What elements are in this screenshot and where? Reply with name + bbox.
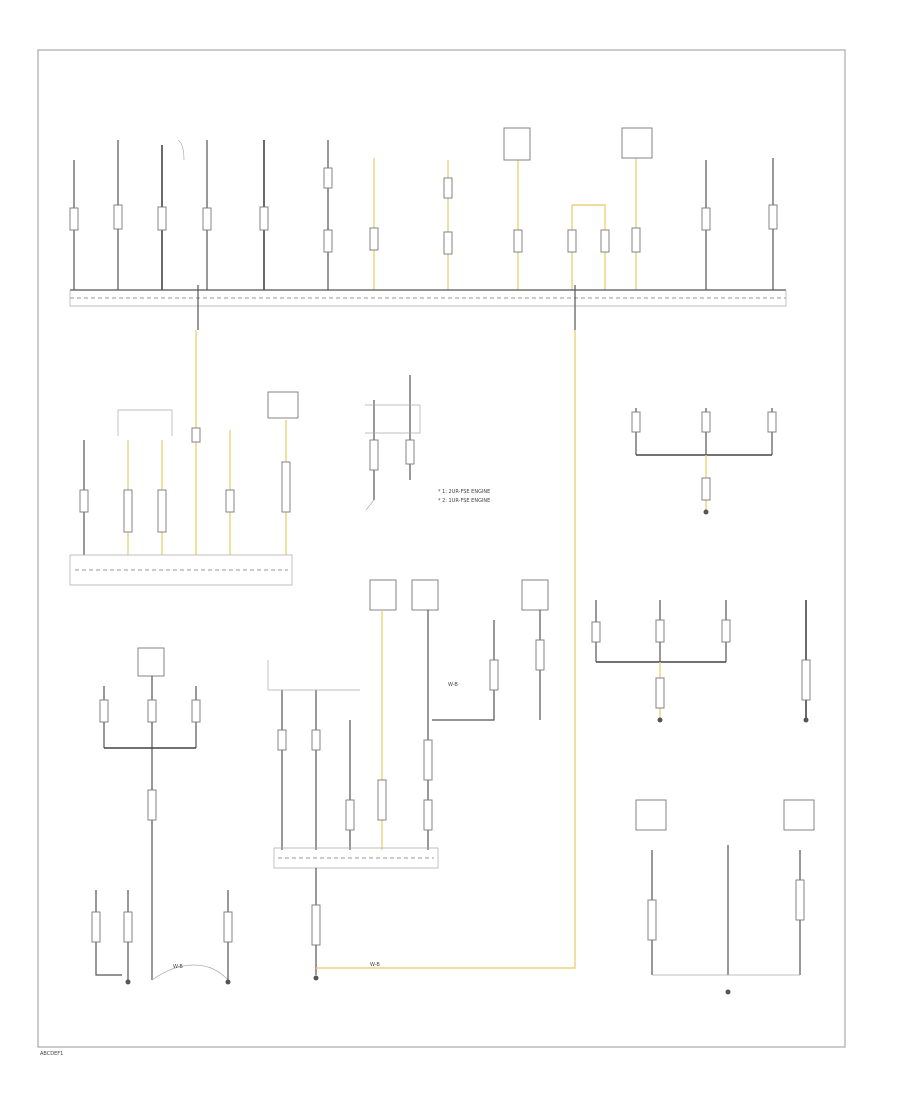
top-row-wires (69, 127, 778, 290)
diagram-frame (37, 49, 846, 1048)
lower-left-wires (91, 647, 233, 985)
mid-left-wires (79, 330, 299, 555)
legend: * 1: 2UR-FSE ENGINE * 2: 1UR-FSE ENGINE (438, 489, 490, 504)
bottom-right-wires (635, 799, 815, 995)
legend-note-1: * 1: 2UR-FSE ENGINE (438, 489, 490, 495)
wire-tag-lower-left: W-B (173, 964, 183, 970)
diagram-footer-code: ABCDEF1 (40, 1051, 63, 1057)
mid-right-wires (631, 408, 777, 515)
main-ground-wire (316, 330, 576, 969)
top-junction-connector (69, 285, 787, 330)
top-component-labels (52, 128, 92, 158)
wire-tag-main: W-B (370, 962, 380, 968)
mid-center-wires (365, 375, 421, 511)
wire-tag-center: W-B (448, 682, 458, 688)
legend-note-2: * 2: 1UR-FSE ENGINE (438, 498, 490, 504)
center-wires (267, 579, 549, 850)
lower-right-wires (591, 600, 811, 723)
mid-left-junction (69, 554, 293, 586)
center-junction (273, 847, 439, 981)
